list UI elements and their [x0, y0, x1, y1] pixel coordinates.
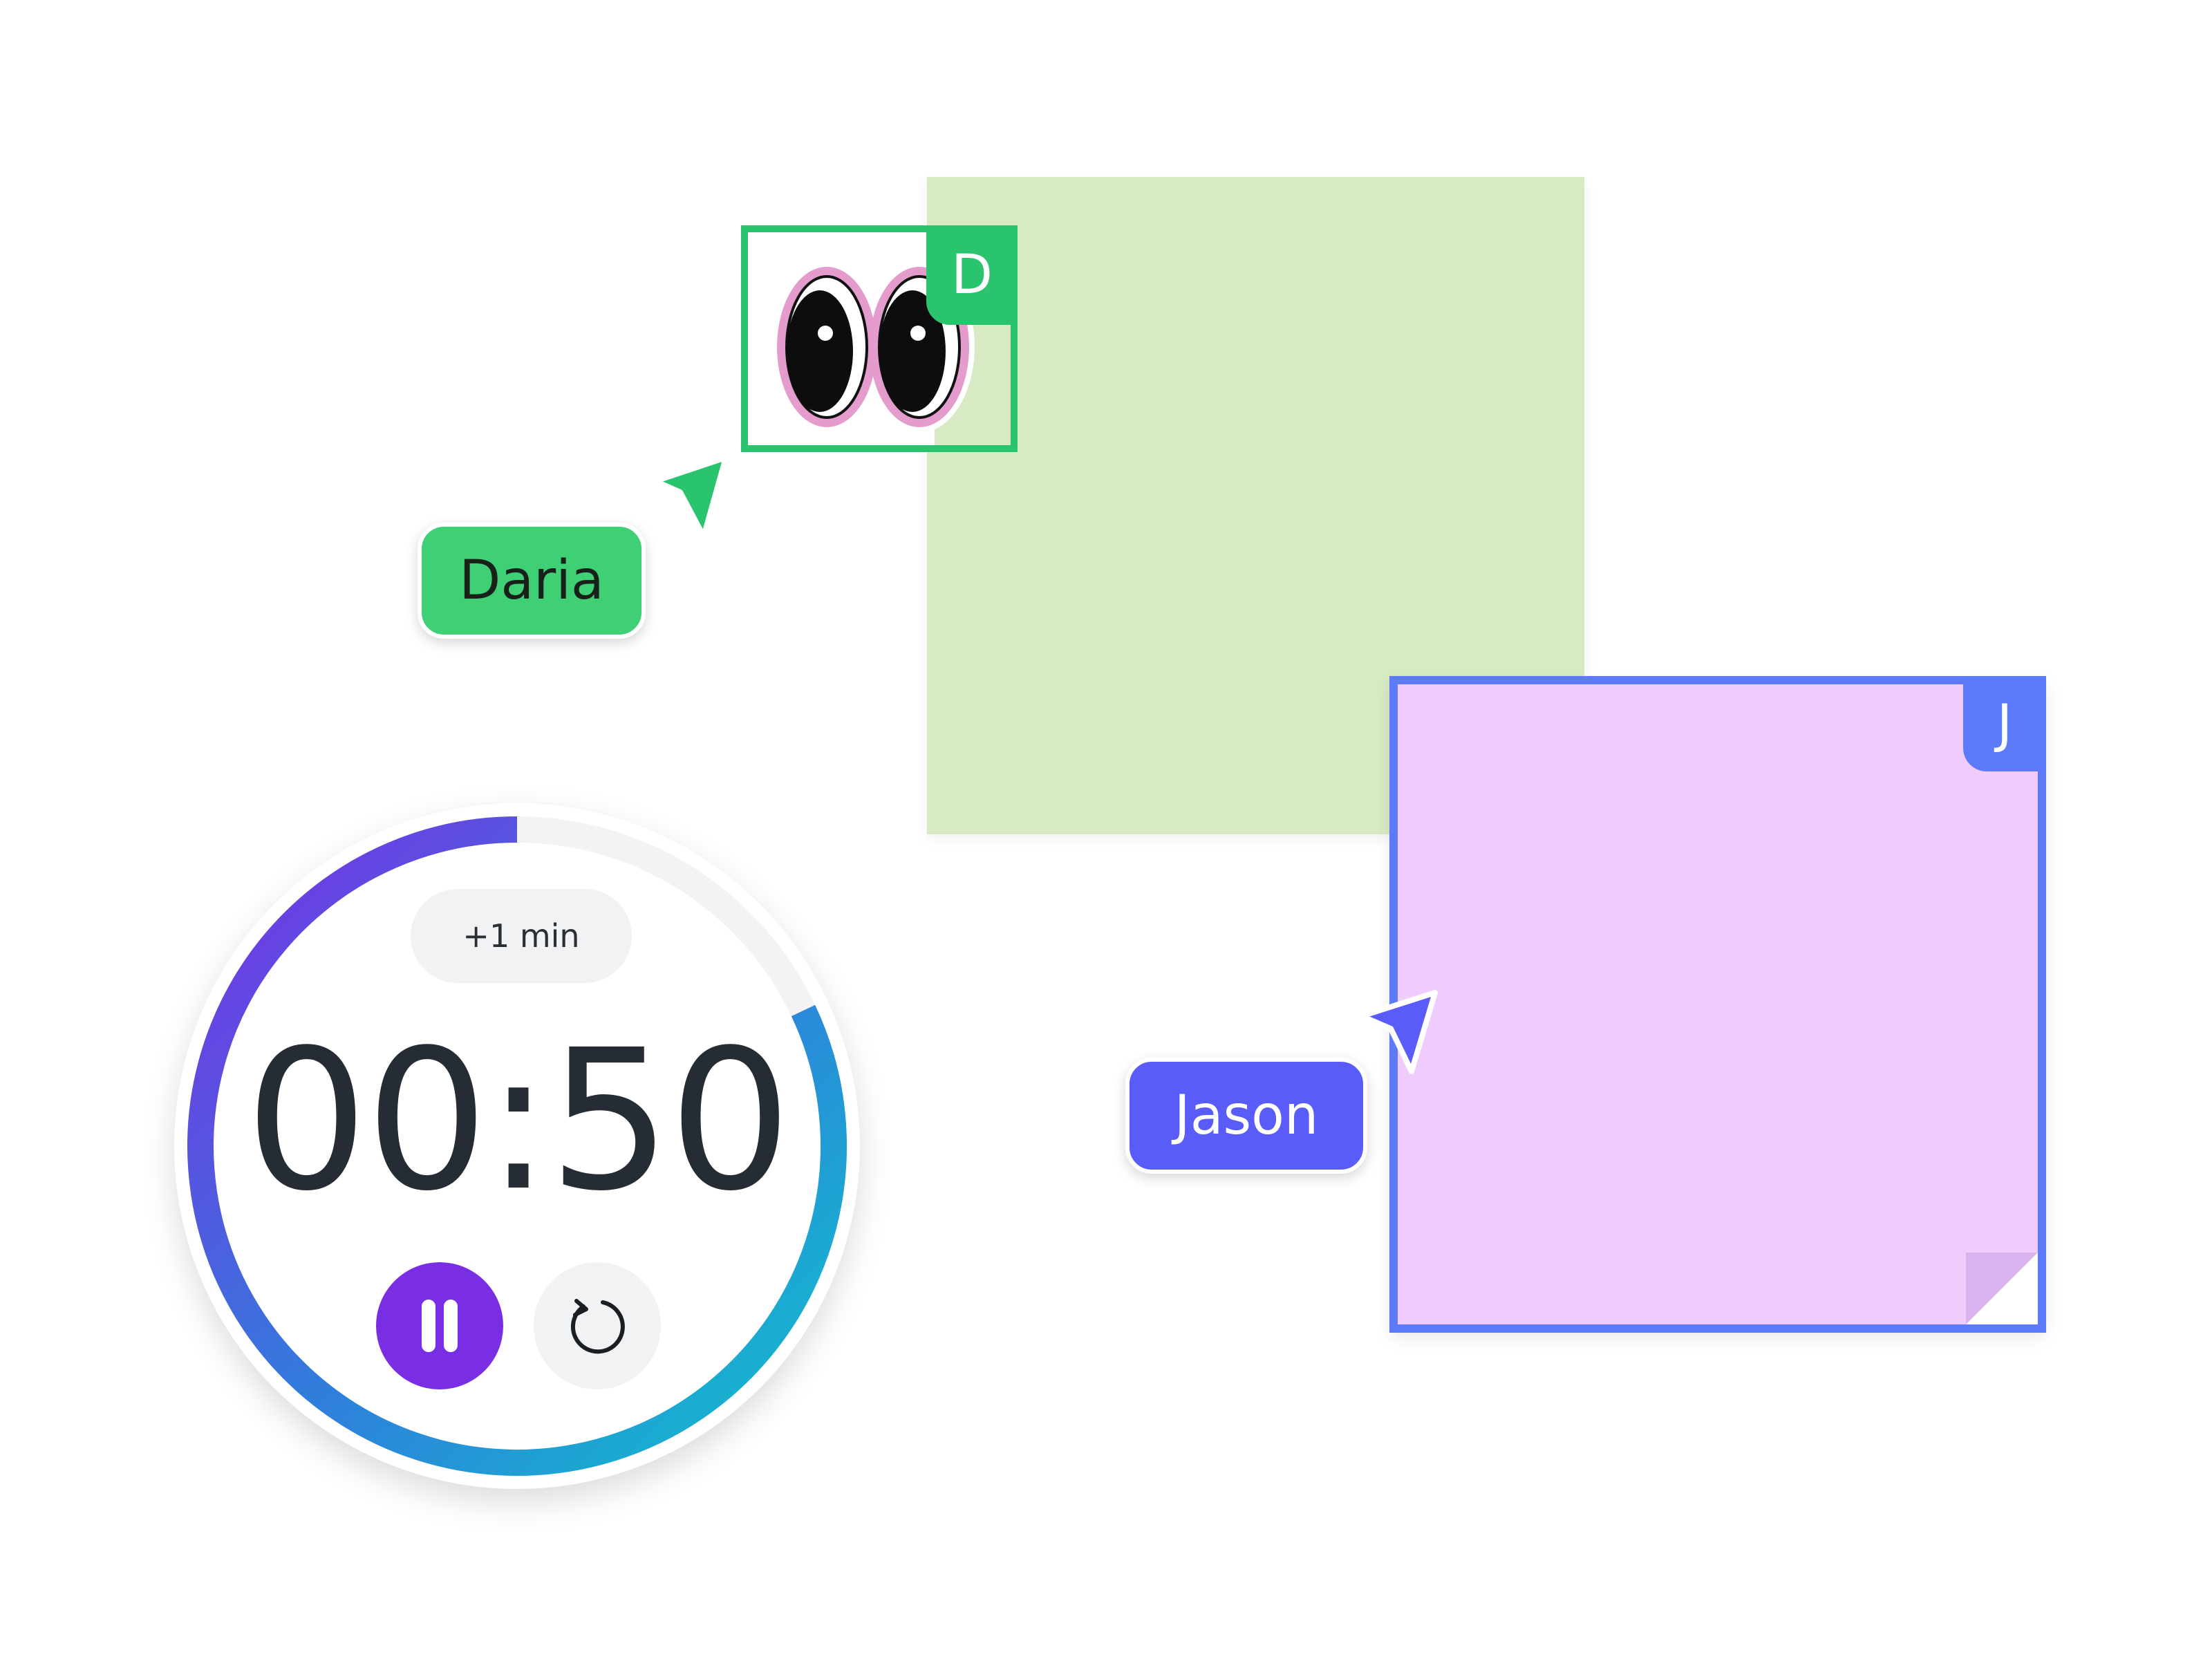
pause-icon	[444, 1300, 458, 1352]
pause-icon	[422, 1300, 435, 1352]
page-curl-icon	[1966, 1253, 2038, 1324]
eyes-sticker-selection[interactable]: D	[741, 225, 1018, 452]
collaborator-badge-daria: D	[926, 225, 1018, 325]
sticky-note-purple[interactable]: J	[1389, 676, 2046, 1333]
reset-button[interactable]	[534, 1262, 661, 1389]
add-minute-button[interactable]: +1 min	[411, 889, 632, 983]
cursor-arrow-icon	[647, 452, 735, 541]
cursor-arrow-icon	[1355, 987, 1443, 1076]
timer-progress-ring	[187, 816, 847, 1476]
reset-icon	[570, 1299, 625, 1354]
collaborator-name-tag-daria: Daria	[418, 523, 646, 639]
collaborator-badge-jason: J	[1963, 676, 2046, 771]
timer-display: 00:50	[245, 1009, 792, 1234]
collaborator-name-tag-jason: Jason	[1125, 1058, 1367, 1174]
timer-widget[interactable]: +1 min 00:50	[174, 803, 860, 1489]
pause-button[interactable]	[376, 1262, 503, 1389]
